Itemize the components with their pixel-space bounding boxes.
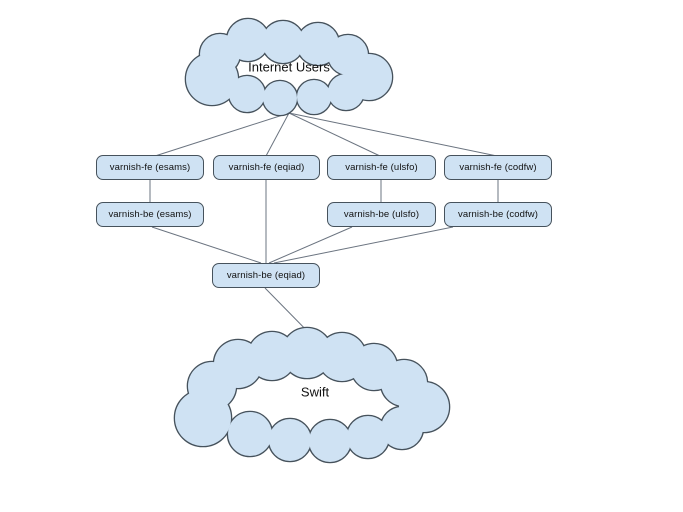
edge-be-esams-to-be-eqiad — [151, 226, 262, 264]
edge-be-codfw-to-be-eqiad — [273, 226, 454, 264]
node-varnish-fe-esams: varnish-fe (esams) — [96, 155, 204, 180]
node-varnish-be-esams: varnish-be (esams) — [96, 202, 204, 227]
edge-internet-users-to-fe-esams — [154, 112, 290, 157]
node-varnish-be-eqiad: varnish-be (eqiad) — [212, 263, 320, 288]
node-varnish-fe-eqiad: varnish-fe (eqiad) — [213, 155, 320, 180]
edge-internet-users-to-fe-eqiad — [265, 112, 290, 157]
node-varnish-be-ulsfo: varnish-be (ulsfo) — [327, 202, 436, 227]
internet-users-label: Internet Users — [248, 59, 330, 75]
edge-internet-users-to-fe-ulsfo — [288, 112, 381, 157]
node-varnish-be-codfw: varnish-be (codfw) — [444, 202, 552, 227]
edges — [149, 112, 499, 343]
swift-label: Swift — [300, 384, 330, 400]
node-varnish-fe-ulsfo: varnish-fe (ulsfo) — [327, 155, 436, 180]
edge-internet-users-to-fe-codfw — [288, 112, 498, 157]
edge-be-ulsfo-to-be-eqiad — [268, 226, 353, 264]
node-varnish-fe-codfw: varnish-fe (codfw) — [444, 155, 552, 180]
